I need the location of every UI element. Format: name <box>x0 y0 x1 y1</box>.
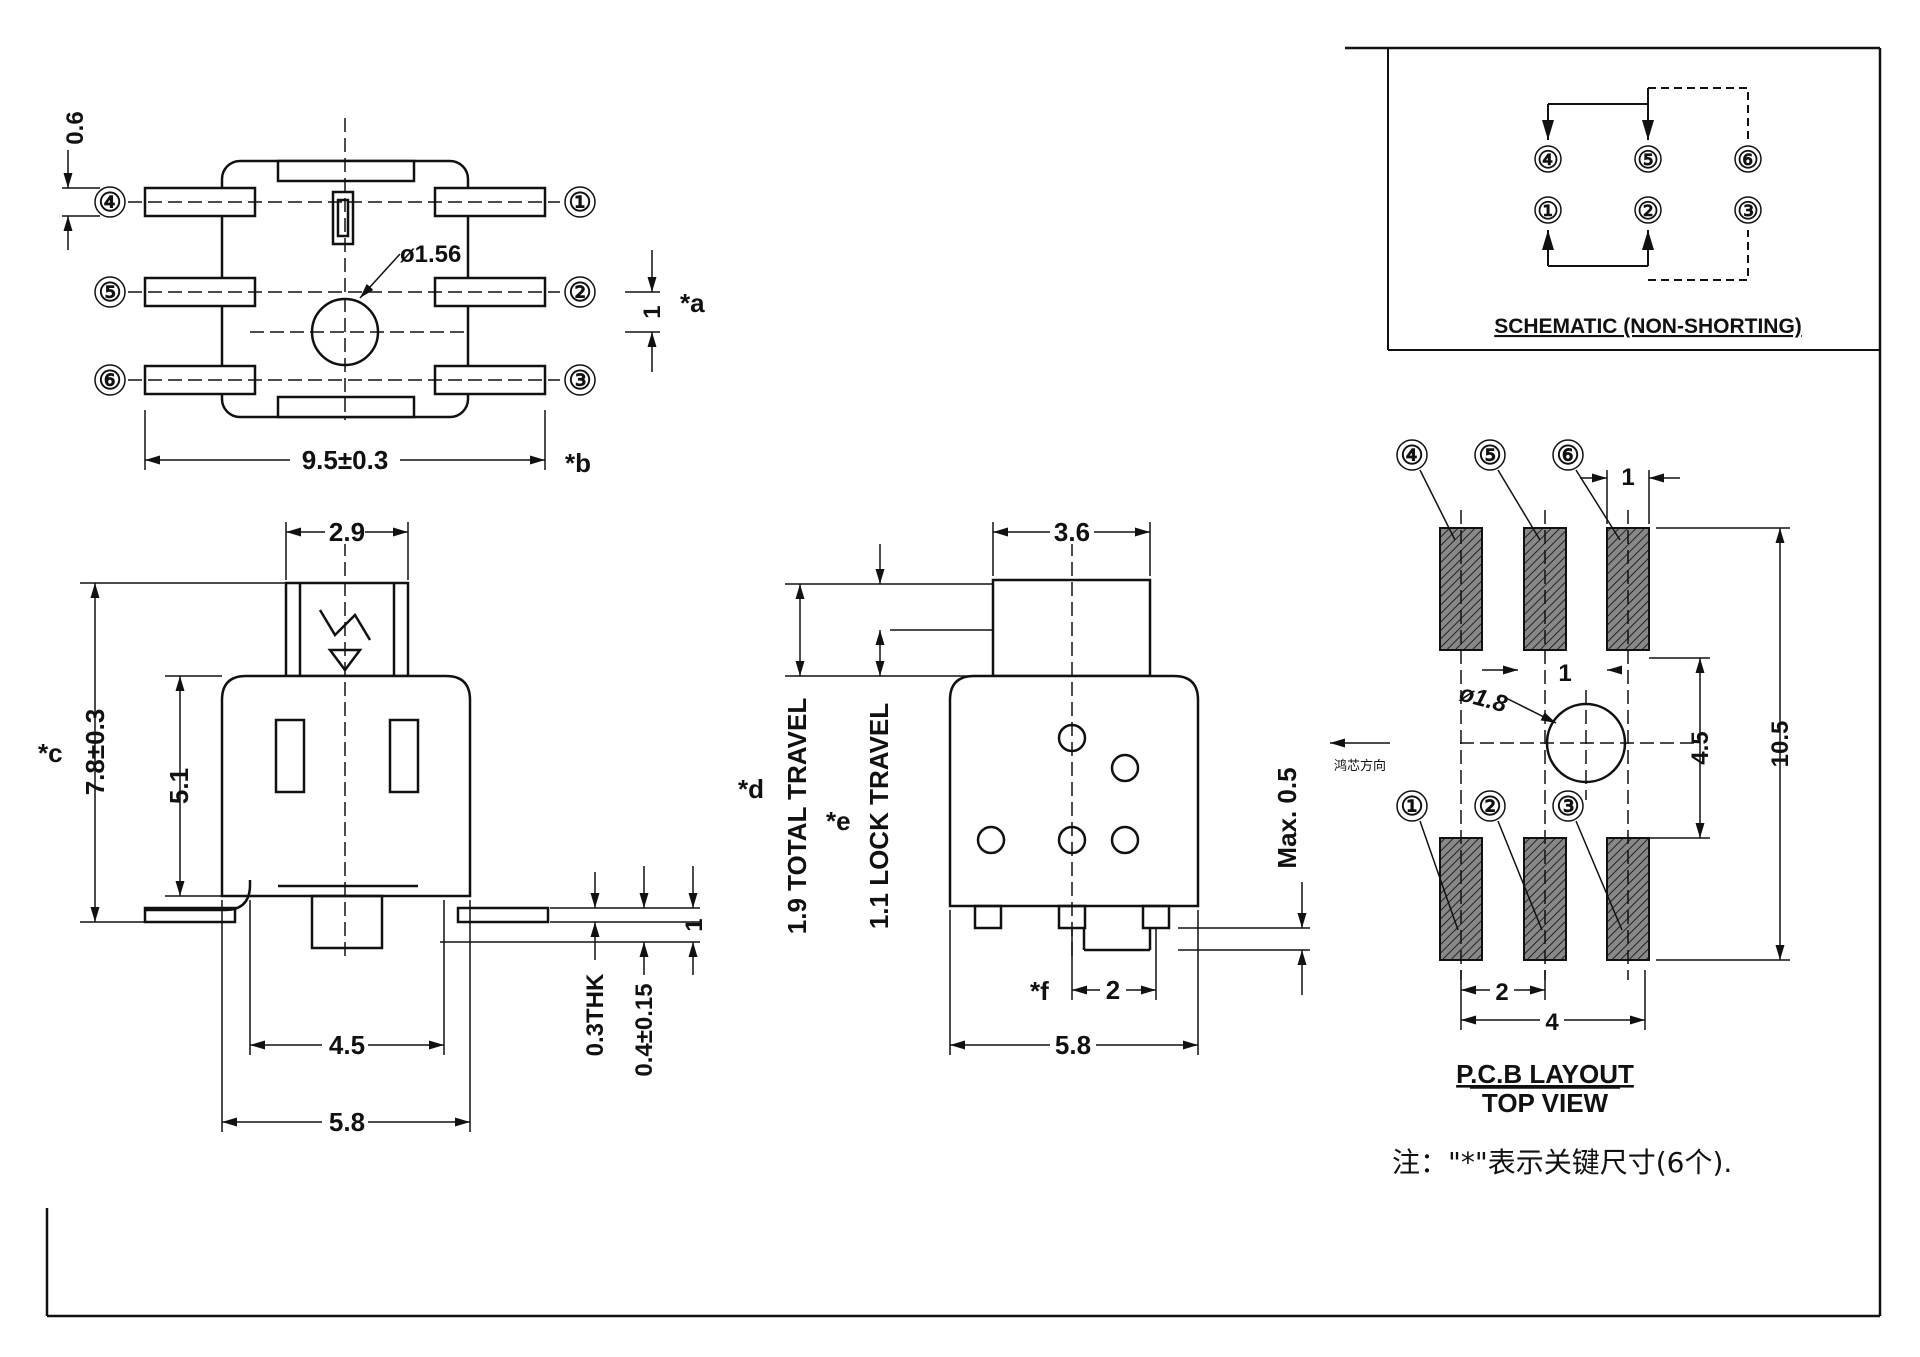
dim-pcb-pad-width: 1 <box>1621 464 1634 491</box>
dim-pcb-hole: ø1.8 <box>1456 680 1510 719</box>
dim-top-width: 9.5±0.3 <box>302 445 389 475</box>
pcb-title-line1: P.C.B LAYOUT <box>1456 1059 1634 1089</box>
dim-side-actuator: 3.6 <box>1054 517 1090 547</box>
key-a: *a <box>680 288 705 318</box>
pcb-pad-6 <box>1606 527 1650 651</box>
dim-top-hole: ø1.56 <box>400 241 461 268</box>
key-f: *f <box>1030 976 1049 1006</box>
pcb-pin-1: ① <box>1400 791 1423 821</box>
key-e: *e <box>826 806 851 836</box>
sheet-frame <box>45 46 1882 1318</box>
schematic-pin-6: ⑥ <box>1737 147 1759 174</box>
schematic-pin-5: ⑤ <box>1637 147 1659 174</box>
front-view: 2.9 *c 7.8±0.3 5.1 4.5 5.8 0.3THK 0.4±0.… <box>38 517 708 1137</box>
pin-label-4: ④ <box>98 187 121 217</box>
side-view: 3.6 1.9 TOTAL TRAVEL 1.1 LOCK TRAVEL *d … <box>738 517 1310 1060</box>
dim-total-travel: 1.9 TOTAL TRAVEL <box>782 698 812 935</box>
pcb-pin-3: ③ <box>1556 791 1579 821</box>
dim-front-body-width: 5.8 <box>329 1107 365 1137</box>
pin-label-5: ⑤ <box>98 277 121 307</box>
dim-side-max: Max. 0.5 <box>1272 767 1302 868</box>
dim-front-thk: 0.3THK <box>582 973 609 1056</box>
pin-label-1: ① <box>568 187 591 217</box>
pcb-pin-4: ④ <box>1400 440 1423 470</box>
pcb-pin-5: ⑤ <box>1478 440 1501 470</box>
dim-pcb-span: 4 <box>1545 1009 1559 1036</box>
dim-top-side-pitch: 1 <box>639 305 666 318</box>
pcb-layout: ④ ⑤ ⑥ ① ② ③ 1 1 ø1.8 4.5 10.5 2 4 鸿芯方向 P… <box>1330 439 1794 1118</box>
dim-pcb-pitch: 2 <box>1495 979 1508 1006</box>
dim-top-pitch: 0.6 <box>62 111 89 144</box>
schematic-pin-4: ④ <box>1537 147 1559 174</box>
dim-pcb-gap: 1 <box>1558 660 1571 687</box>
pin-label-2: ② <box>568 277 591 307</box>
schematic-pin-1: ① <box>1537 198 1559 225</box>
pcb-pad-4 <box>1439 527 1483 651</box>
schematic-caption: SCHEMATIC (NON-SHORTING) <box>1494 315 1802 338</box>
dim-front-actuator: 2.9 <box>329 517 365 547</box>
dim-lock-travel: 1.1 LOCK TRAVEL <box>864 703 894 929</box>
top-view: ④ ⑤ ⑥ ① ② ③ 0.6 ø1.56 1 *a 9.5±0.3 *b <box>62 111 705 478</box>
pcb-title-line2: TOP VIEW <box>1482 1088 1609 1118</box>
dim-side-width: 5.8 <box>1055 1030 1091 1060</box>
dim-front-lead-span: 4.5 <box>329 1030 365 1060</box>
schematic-pin-3: ③ <box>1737 198 1759 225</box>
dim-pcb-total: 10.5 <box>1767 721 1794 768</box>
key-c: *c <box>38 738 63 768</box>
pcb-pin-6: ⑥ <box>1556 440 1579 470</box>
pin-label-6: ⑥ <box>98 365 121 395</box>
dim-front-body-height: 5.1 <box>164 768 194 804</box>
key-d: *d <box>738 774 764 804</box>
dim-pcb-row-gap: 4.5 <box>1687 731 1714 764</box>
dim-front-total-height: 7.8±0.3 <box>80 709 110 796</box>
dim-side-pitch: 2 <box>1106 975 1120 1005</box>
schematic: ④ ⑤ ⑥ ① ② ③ SCHEMATIC (NON-SHORTING) <box>1387 48 1880 351</box>
pin-label-3: ③ <box>568 365 591 395</box>
pcb-direction-note: 鸿芯方向 <box>1334 758 1386 774</box>
footnote: 注："*"表示关键尺寸(6个). <box>1392 1146 1732 1179</box>
dim-front-one: 1 <box>681 918 708 931</box>
key-b: *b <box>565 448 591 478</box>
schematic-pin-2: ② <box>1637 198 1659 225</box>
dim-front-tol: 0.4±0.15 <box>631 983 658 1076</box>
pcb-pin-2: ② <box>1478 791 1501 821</box>
